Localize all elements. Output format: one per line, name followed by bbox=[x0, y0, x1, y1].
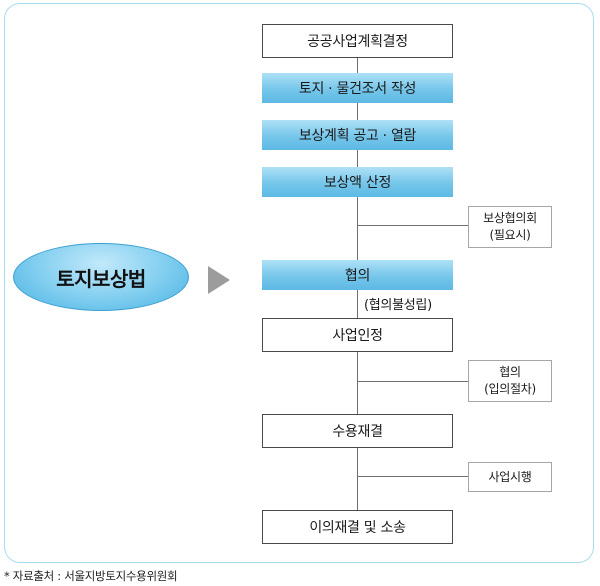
step-public-project-plan: 공공사업계획결정 bbox=[262, 24, 453, 58]
source-caption: * 자료출처 : 서울지방토지수용위원회 bbox=[4, 569, 178, 583]
side-project-execution-label: 사업시행 bbox=[488, 469, 532, 484]
step-land-property-survey: 토지 · 물건조서 작성 bbox=[262, 73, 453, 103]
side-consultation-settlement: 협의 (입의절차) bbox=[468, 360, 552, 402]
side-compensation-council-line1: 보상협의회 bbox=[483, 211, 537, 225]
side-consultation-settlement-line1: 협의 bbox=[499, 365, 521, 379]
side-project-execution: 사업시행 bbox=[468, 462, 552, 492]
consultation-failed-note: (협의불성립) bbox=[364, 298, 432, 313]
step-compensation-plan-notice: 보상계획 공고 · 열람 bbox=[262, 120, 453, 150]
connector-consultation-settlement bbox=[357, 381, 468, 382]
step-objection-ruling-litigation: 이의재결 및 소송 bbox=[262, 510, 453, 544]
side-consultation-settlement-line2: (입의절차) bbox=[484, 382, 536, 396]
land-compensation-act-label: 토지보상법 bbox=[13, 243, 189, 311]
connector-compensation-council bbox=[357, 225, 468, 226]
step-expropriation-ruling: 수용재결 bbox=[262, 414, 453, 448]
step-compensation-calculation: 보상액 산정 bbox=[262, 167, 453, 197]
step-project-approval: 사업인정 bbox=[262, 318, 453, 352]
side-compensation-council-line2: (필요시) bbox=[489, 228, 531, 242]
step-consultation: 협의 bbox=[262, 260, 453, 290]
connector-project-execution bbox=[357, 476, 468, 477]
side-compensation-council: 보상협의회 (필요시) bbox=[468, 206, 552, 248]
right-arrow-icon bbox=[208, 266, 230, 294]
